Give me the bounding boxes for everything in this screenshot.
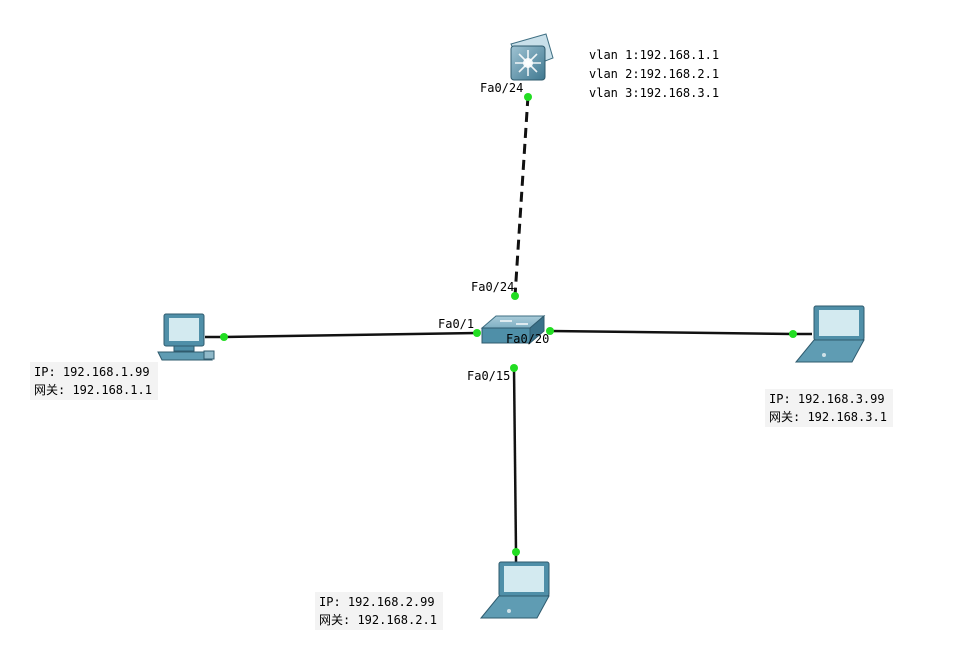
link-trunk-uplink[interactable] [513,95,530,297]
vlan-2-line: vlan 2:192.168.2.1 [589,67,720,81]
switch-icon[interactable] [480,314,546,345]
port-dot-sw-fa0-15 [510,364,518,372]
pc-gateway-label: 网关: 192.168.1.1 [34,383,152,397]
port-dot-sw-fa0-20 [546,327,554,335]
port-label-sw-fa0-15: Fa0/15 [467,369,511,383]
port-label-sw-fa0-1: Fa0/1 [438,317,475,331]
port-dot-pc [220,333,228,341]
port-dot-sw-fa0-24 [511,292,519,300]
vlan-3-line: vlan 3:192.168.3.1 [589,86,720,100]
laptop-bottom-gateway-label: 网关: 192.168.2.1 [319,613,437,627]
link-pc-to-switch[interactable] [205,331,478,339]
multilayer-switch-icon[interactable] [510,33,554,81]
note-laptop-right: IP: 192.168.3.99 网关: 192.168.3.1 [765,389,893,427]
pc-ip-label: IP: 192.168.1.99 [34,365,150,379]
vlan-1-line: vlan 1:192.168.1.1 [589,48,720,62]
link-switch-to-laptop-right[interactable] [549,329,812,336]
port-status-dots [220,93,797,556]
laptop-icon-right[interactable] [794,305,865,363]
link-switch-to-laptop-bottom[interactable] [512,367,518,568]
port-label-sw-fa0-24: Fa0/24 [471,280,515,294]
port-dot-sw-fa0-1 [473,329,481,337]
laptop-right-gateway-label: 网关: 192.168.3.1 [769,410,887,424]
vlan-config: vlan 1:192.168.1.1 vlan 2:192.168.2.1 vl… [589,46,719,103]
note-pc: IP: 192.168.1.99 网关: 192.168.1.1 [30,362,158,400]
port-label-sw-fa0-20: Fa0/20 [506,332,550,346]
port-dot-mls-fa0-24 [524,93,532,101]
port-dot-laptop-bottom [512,548,520,556]
laptop-bottom-ip-label: IP: 192.168.2.99 [319,595,435,609]
port-dot-laptop-right [789,330,797,338]
laptop-right-ip-label: IP: 192.168.3.99 [769,392,885,406]
port-label-mls-fa0-24: Fa0/24 [480,81,524,95]
laptop-icon-bottom[interactable] [479,561,550,619]
desktop-pc-icon[interactable] [157,313,215,361]
note-laptop-bottom: IP: 192.168.2.99 网关: 192.168.2.1 [315,592,443,630]
